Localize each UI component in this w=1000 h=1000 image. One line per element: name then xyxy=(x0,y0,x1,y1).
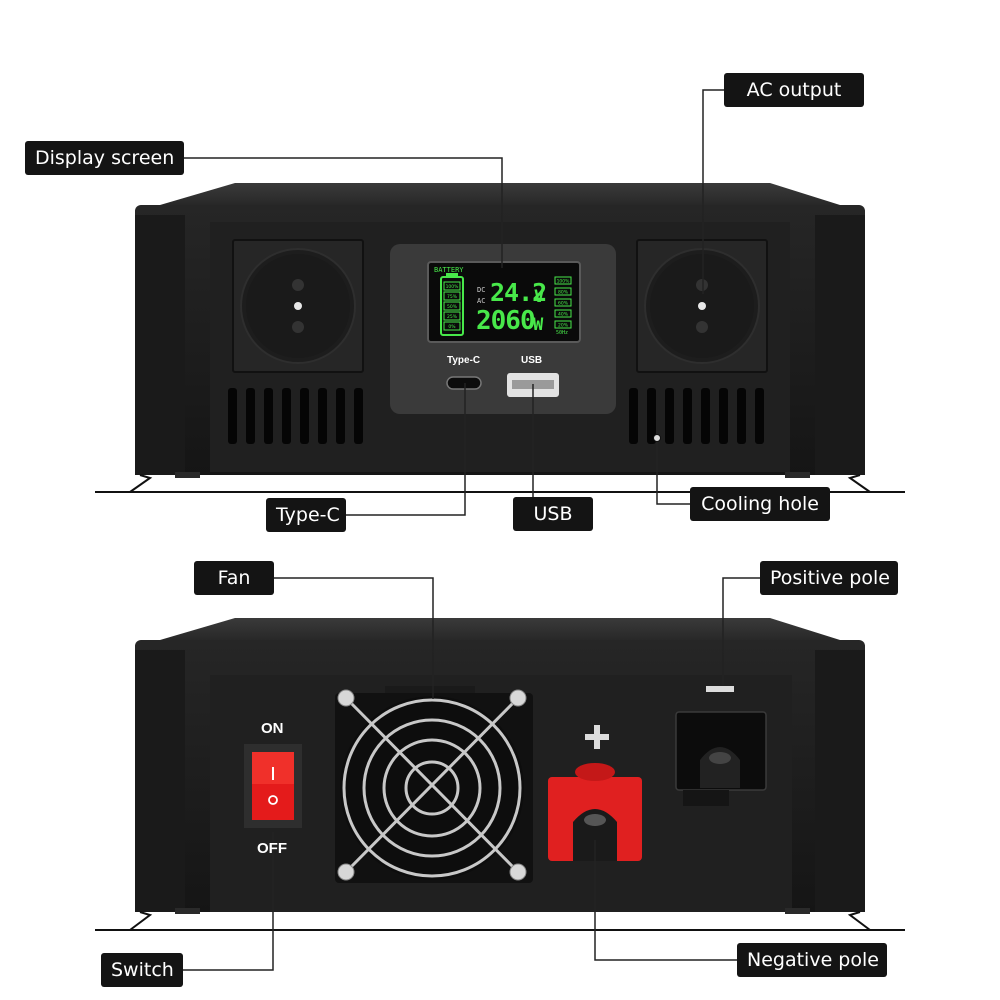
callout-ac-output: AC output xyxy=(724,73,864,107)
power-switch xyxy=(244,744,302,828)
callout-negative-pole: Negative pole xyxy=(737,943,887,977)
lcd-level-left-2: 50% xyxy=(447,304,458,310)
lcd-power: 2060 xyxy=(476,306,536,336)
switch-off-label: OFF xyxy=(257,840,287,857)
lcd-level-left-1: 75% xyxy=(447,294,458,300)
red-terminal xyxy=(548,763,642,861)
lcd-voltage: 24.2 xyxy=(490,278,547,307)
switch-on-label: ON xyxy=(261,720,284,737)
front-leader-lines xyxy=(167,89,724,516)
ac-socket-left xyxy=(232,239,364,373)
plus-sign-icon xyxy=(585,725,609,749)
callout-cooling-hole: Cooling hole xyxy=(690,487,830,521)
callout-fan: Fan xyxy=(194,561,274,595)
cooling-holes-left xyxy=(228,388,363,444)
cooling-holes-right xyxy=(629,388,764,444)
lcd-hz-label: 50Hz xyxy=(556,330,569,336)
lcd-level-left-4: 0% xyxy=(448,324,456,330)
lcd-ac-label: AC xyxy=(477,297,486,305)
display-screen xyxy=(427,261,581,343)
lcd-level-left-3: 25% xyxy=(447,314,458,320)
callout-positive-pole: Positive pole xyxy=(760,561,898,595)
callout-display-screen: Display screen xyxy=(25,141,185,175)
lcd-battery-label: BATTERY xyxy=(434,266,464,274)
ac-socket-right xyxy=(636,239,768,373)
lcd-level-right-3: 40% xyxy=(558,312,569,318)
lcd-power-unit: W xyxy=(533,315,544,335)
lcd-load-bars xyxy=(554,276,572,329)
front-unit xyxy=(95,183,905,493)
rear-leader-lines xyxy=(183,577,760,971)
type-c-port-label: Type-C xyxy=(447,355,481,366)
black-terminal xyxy=(675,711,767,806)
lcd-dc-label: DC xyxy=(477,286,486,294)
lcd-level-right-4: 20% xyxy=(558,323,569,329)
callout-switch: Switch xyxy=(101,953,183,987)
lcd-voltage-unit: V xyxy=(534,287,545,307)
usb-port-label: USB xyxy=(521,355,543,366)
rear-unit xyxy=(95,618,905,931)
lcd-battery-icon xyxy=(440,273,464,336)
lcd-level-right-1: 80% xyxy=(558,290,569,296)
callout-type-c: Type-C xyxy=(266,498,346,532)
lcd-level-left-0: 100% xyxy=(446,284,460,290)
minus-sign-icon xyxy=(706,686,734,692)
cooling-fan xyxy=(335,686,533,883)
type-c-port xyxy=(446,376,482,390)
lcd-level-right-2: 60% xyxy=(558,301,569,307)
lcd-level-right-0: 100% xyxy=(557,279,571,285)
callout-usb: USB xyxy=(513,497,593,531)
